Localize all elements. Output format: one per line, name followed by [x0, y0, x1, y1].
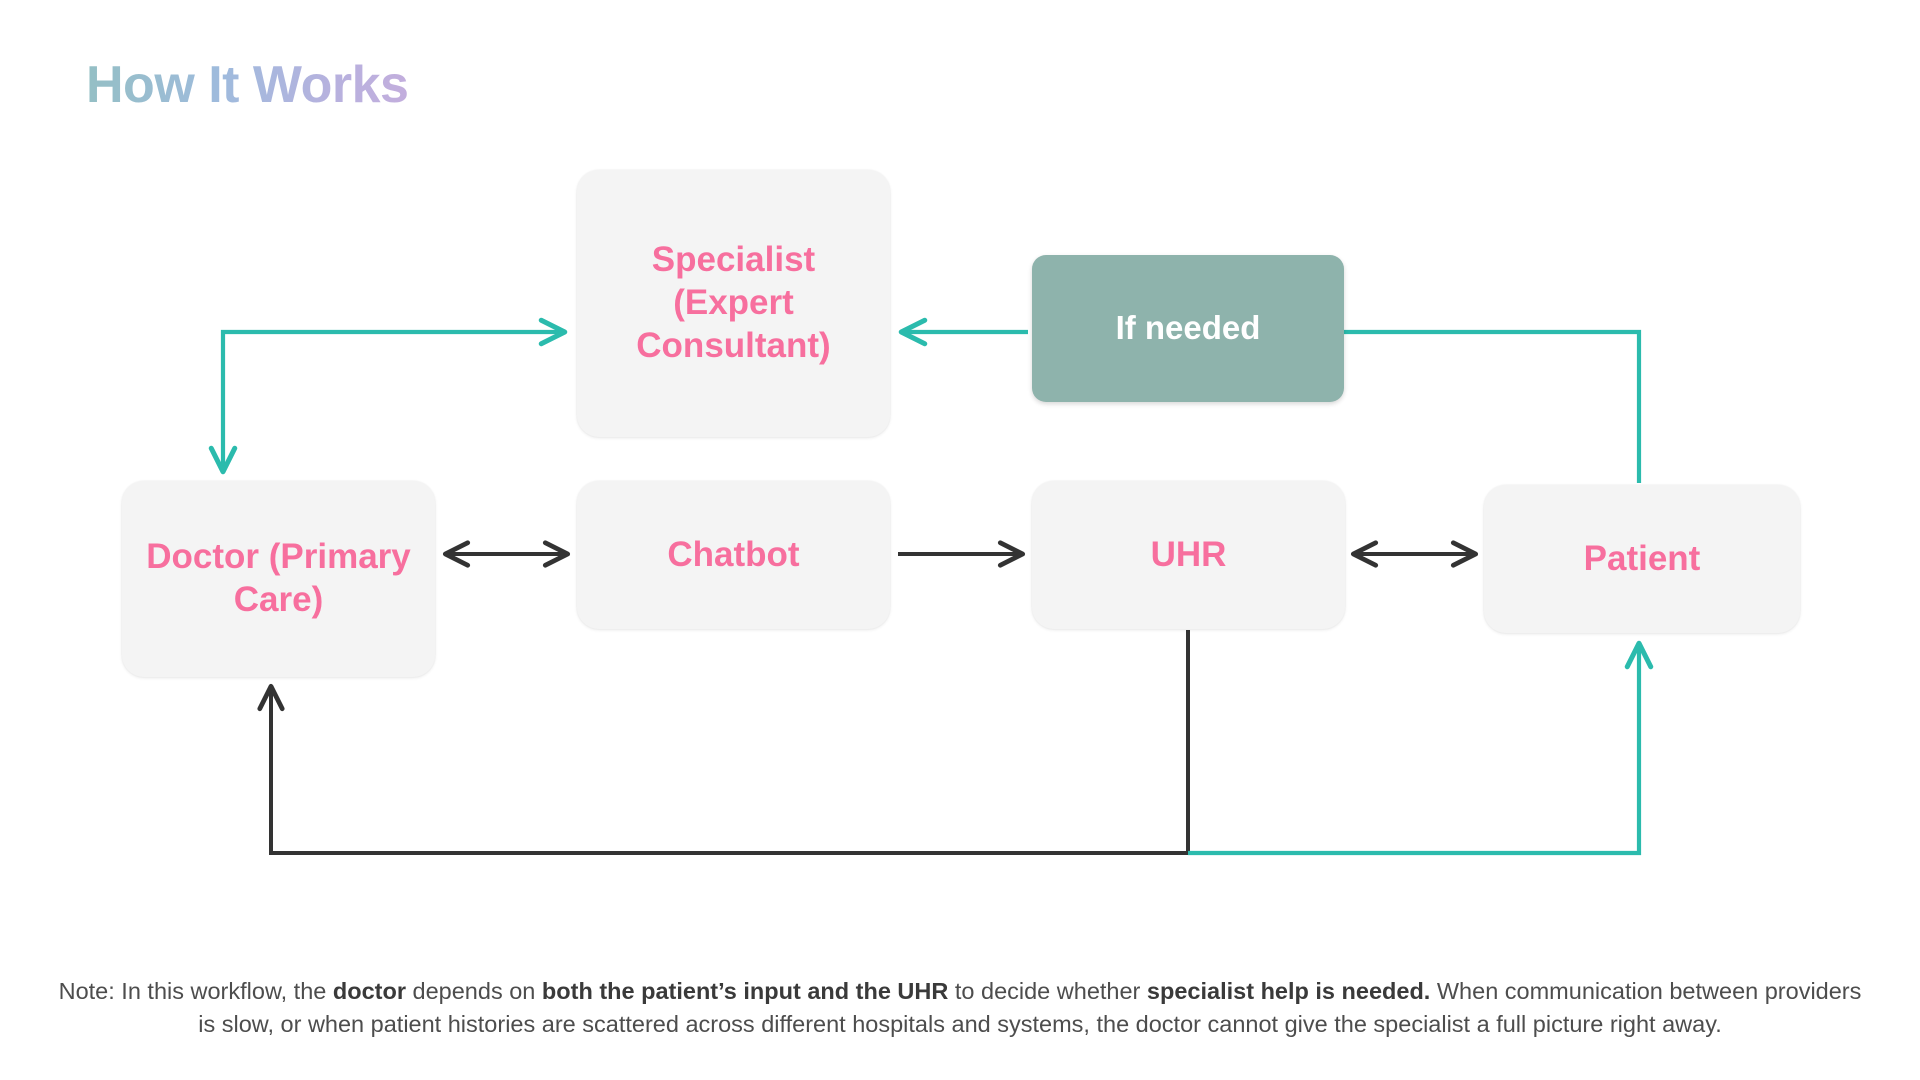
- node-uhr[interactable]: UHR: [1032, 481, 1345, 629]
- node-chatbot-label: Chatbot: [667, 534, 800, 574]
- node-doctor-label: Doctor (Primary Care): [146, 537, 411, 619]
- note-bold-inputs: both the patient’s input and the UHR: [541, 978, 949, 1004]
- node-specialist-label: Specialist (Expert Consultant): [636, 240, 831, 365]
- note-mid-2: to decide whether: [948, 978, 1147, 1004]
- note-bold-specialist: specialist help is needed.: [1146, 978, 1431, 1004]
- node-patient[interactable]: Patient: [1484, 485, 1800, 633]
- node-specialist[interactable]: Specialist (Expert Consultant): [577, 170, 890, 437]
- page-title: How It Works: [86, 56, 409, 114]
- connector-doctor-specialist: [208, 317, 568, 475]
- node-doctor[interactable]: Doctor (Primary Care): [122, 481, 435, 677]
- footer-note: Note: In this workflow, the doctor depen…: [50, 975, 1870, 1042]
- node-if-needed[interactable]: If needed: [1032, 255, 1344, 402]
- connector-bottom-patient-feedback: [1188, 640, 1654, 856]
- note-mid-1: depends on: [406, 978, 542, 1004]
- node-patient-label: Patient: [1583, 538, 1701, 578]
- node-uhr-label: UHR: [1150, 534, 1227, 574]
- connector-ifneeded-patient: [1344, 329, 1642, 483]
- node-chatbot[interactable]: Chatbot: [577, 481, 890, 629]
- note-bold-doctor: doctor: [332, 978, 406, 1004]
- note-suffix: When communication between providers is …: [198, 978, 1862, 1038]
- note-prefix: Note: In this workflow, the: [58, 978, 333, 1004]
- node-if-needed-label: If needed: [1115, 309, 1261, 347]
